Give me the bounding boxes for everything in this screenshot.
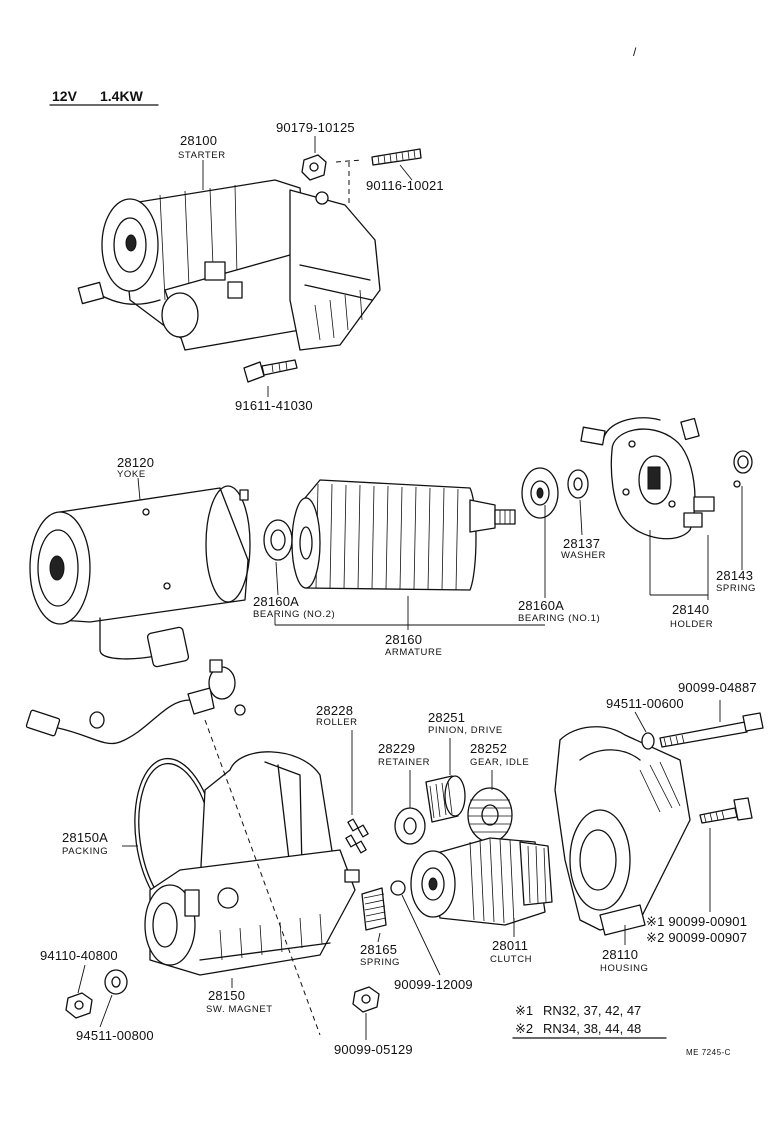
nut-90099-05129-number: 90099-05129 [334,1042,413,1057]
bearing-no1-name: BEARING (NO.1) [518,613,600,624]
idle-gear-drawing [467,787,513,843]
sw-magnet-number: 28150 [208,988,245,1003]
clutch-number: 28011 [492,938,528,953]
lead-wire-drawing [25,659,246,745]
brush-spring-name: SPRING [716,583,756,594]
washer-94511-00600-number: 94511-00600 [606,696,684,711]
bolt-91611-number: 91611-41030 [235,398,313,413]
header-power: 1.4KW [100,88,144,104]
bolt-91611-drawing [243,361,265,383]
holder-number: 28140 [672,602,709,617]
ball-number: 90099-12009 [394,977,473,992]
through-bolt-drawing [641,712,764,750]
retainer-number: 28229 [378,741,415,756]
pinion-name: PINION, DRIVE [428,725,503,736]
brush-spring-drawing [733,450,753,474]
housing-name: HOUSING [600,963,649,974]
drive-housing-drawing [554,726,691,936]
note-1-mark: ※1 [515,1003,533,1018]
housing-bolt-drawing [699,797,753,824]
washer-28137-number: 28137 [563,536,600,551]
note-2-text: RN34, 38, 44, 48 [543,1021,641,1036]
holder-name: HOLDER [670,619,713,630]
header-voltage: 12V [52,88,78,104]
bearing-no1-number: 28160A [518,598,564,613]
applicability-notes: ※1 RN32, 37, 42, 47 ※2 RN34, 38, 44, 48 [512,1003,667,1039]
magnet-spring-drawing [361,887,387,931]
starter-assembly-drawing [77,148,422,383]
armature-name: ARMATURE [385,647,442,658]
sw-magnet-drawing [144,751,360,976]
labels: 28100 STARTER 90179-10125 90116-10021 91… [40,120,757,1057]
starter-name: STARTER [178,150,226,161]
yoke-name: YOKE [117,469,146,480]
bearing-no2-name: BEARING (NO.2) [253,609,335,620]
idle-gear-number: 28252 [470,741,507,756]
stud-90116-number: 90116-10021 [366,178,444,193]
sw-magnet-name: SW. MAGNET [206,1004,273,1015]
magnet-spring-number: 28165 [360,942,397,957]
washer-28137-drawing [567,469,589,499]
header: 12V 1.4KW / [49,45,637,106]
roller-drawing [345,818,369,854]
washer-94511-00800-drawing [104,969,128,995]
retainer-name: RETAINER [378,757,430,768]
clutch-drawing [410,837,553,926]
pinion-number: 28251 [428,710,465,725]
note-1-text: RN32, 37, 42, 47 [543,1003,641,1018]
packing-name: PACKING [62,846,108,857]
idle-gear-name: GEAR, IDLE [470,757,529,768]
housing-bolt-1-number: ※1 90099-00901 [646,914,747,929]
steel-ball-drawing [390,880,406,896]
washer-94511-00800-number: 94511-00800 [76,1028,154,1043]
footer-code: ME 7245-C [686,1048,731,1057]
armature-number: 28160 [385,632,422,647]
starter-number: 28100 [180,133,217,148]
leader-lines [77,136,743,1040]
roller-name: ROLLER [316,717,358,728]
bearing-no2-drawing [263,519,293,561]
corner-mark: / [633,45,637,59]
roller-number: 28228 [316,703,353,718]
bearing-no2-number: 28160A [253,594,299,609]
pinion-drawing [425,775,466,823]
housing-number: 28110 [602,947,638,962]
dashed-alignment-solenoid [204,719,321,1036]
nut-90179-number: 90179-10125 [276,120,355,135]
note-2-mark: ※2 [515,1021,533,1036]
washer-94511-00600-drawing [641,732,655,750]
nut-90179-drawing [301,154,327,181]
yoke-drawing [29,485,251,668]
retainer-drawing [394,807,426,845]
washer-28137-name: WASHER [561,550,606,561]
nut-90099-05129-drawing [352,986,380,1013]
brush-spring-number: 28143 [716,568,753,583]
yoke-number: 28120 [117,455,154,470]
nut-94110-drawing [65,992,93,1019]
nut-94110-number: 94110-40800 [40,948,118,963]
clutch-name: CLUTCH [490,954,532,965]
magnet-spring-name: SPRING [360,957,400,968]
thru-bolt-number: 90099-04887 [678,680,757,695]
armature-drawing [291,479,516,591]
bearing-no1-drawing [521,467,559,519]
housing-bolt-2-number: ※2 90099-00907 [646,930,747,945]
brush-holder-drawing [580,417,753,540]
packing-number: 28150A [62,830,108,845]
